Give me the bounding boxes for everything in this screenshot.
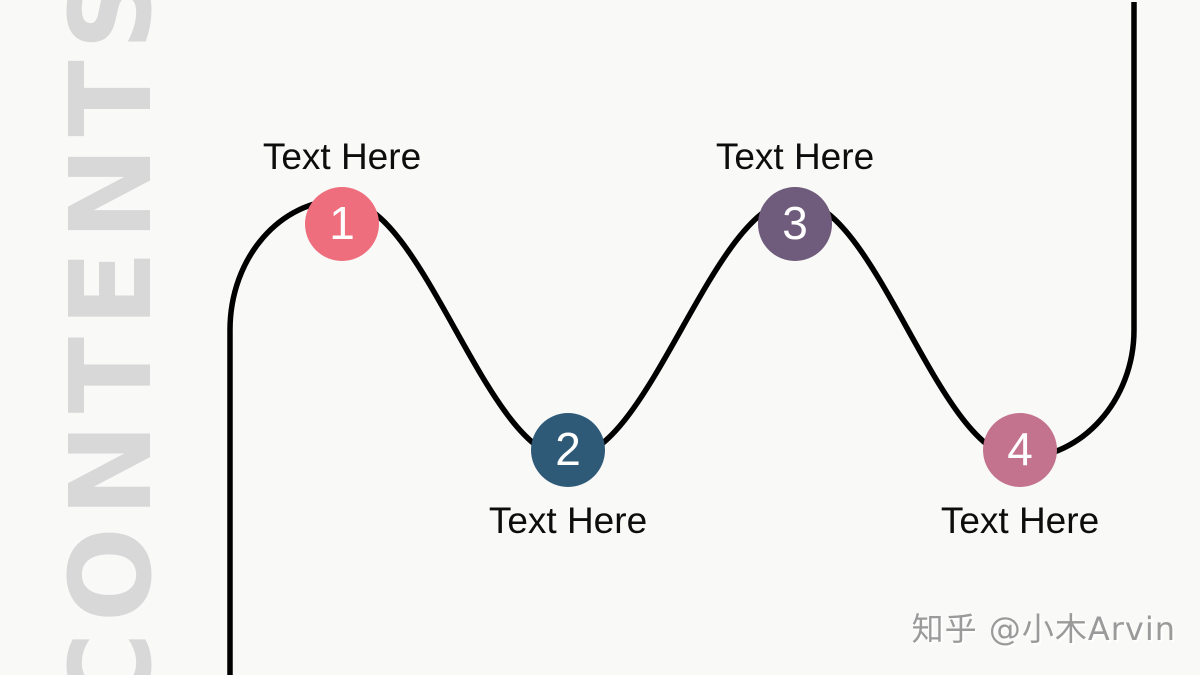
step-4-number: 4 (1007, 423, 1033, 475)
step-3-circle: 3 (758, 187, 832, 261)
step-2-number: 2 (555, 423, 581, 475)
step-1-label: Text Here (262, 136, 422, 177)
step-1-circle: 1 (305, 187, 379, 261)
step-2-label: Text Here (488, 500, 648, 541)
step-2-circle: 2 (531, 413, 605, 487)
step-4-label: Text Here (940, 500, 1100, 541)
step-3-number: 3 (782, 197, 808, 249)
flow-curve-path (227, 2, 1137, 675)
step-4-circle: 4 (983, 413, 1057, 487)
zhihu-watermark: 知乎 @小木Arvin (911, 610, 1176, 648)
step-3-label: Text Here (715, 136, 875, 177)
step-1-number: 1 (329, 197, 355, 249)
